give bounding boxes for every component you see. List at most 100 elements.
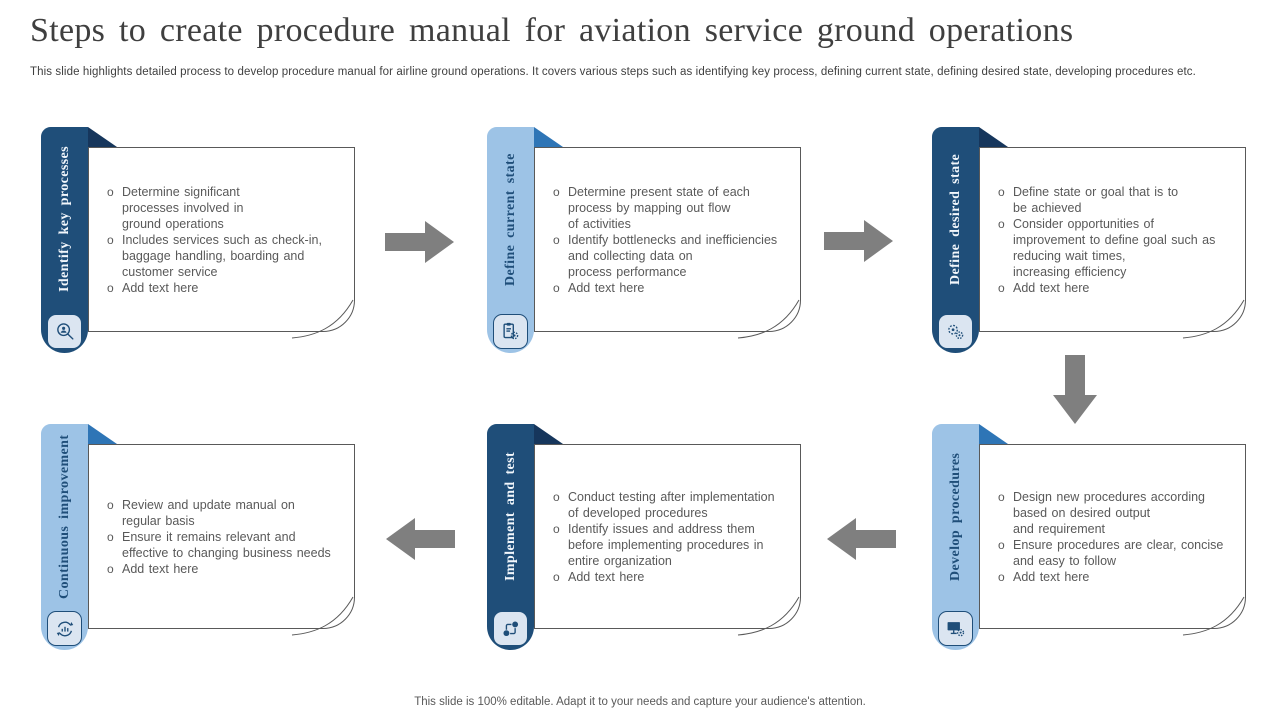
list-item: o Add text here	[998, 569, 1223, 585]
list-item: o Review and update manual on regular bas…	[107, 497, 331, 529]
bullet-text: Consider opportunities of improvement to…	[1013, 216, 1216, 279]
gears-icon	[947, 324, 963, 339]
step-card-define-desired-state: o Define state or goal that is to be achi…	[932, 127, 1247, 353]
bullet-text: Identify bottlenecks and inefficiencies …	[568, 232, 778, 279]
bullet-text: Add text here	[568, 569, 645, 584]
step-tab-label: Define desired state	[947, 153, 963, 286]
bullet-text: Add text here	[122, 561, 199, 576]
bullet-text: Add text here	[568, 280, 645, 295]
corner-fold	[88, 127, 117, 147]
bullet-text: Define state or goal that is to be achie…	[1013, 184, 1179, 215]
corner-fold	[979, 424, 1008, 444]
corner-fold	[88, 424, 117, 444]
bullet-text: Add text here	[1013, 280, 1090, 295]
bullet-marker: o	[107, 280, 114, 295]
improvement-cycle-icon	[56, 621, 73, 636]
step-tab-label: Identify key processes	[56, 146, 72, 293]
bullet-marker: o	[998, 489, 1005, 504]
page-curl-decoration	[1182, 299, 1245, 339]
bullet-marker: o	[998, 569, 1005, 584]
bullet-list: o Determine present state of each process…	[535, 184, 783, 296]
page-curl-decoration	[291, 596, 354, 636]
list-item: o Define state or goal that is to be achi…	[998, 184, 1215, 216]
bullet-text: Ensure procedures are clear, concise and…	[1013, 537, 1224, 568]
clipboard-audit-icon	[502, 322, 518, 339]
step-tab-label: Define current state	[502, 153, 518, 286]
page-curl-decoration	[291, 299, 354, 339]
list-item: o Add text here	[107, 561, 331, 577]
bullet-list: o Design new procedures according based o…	[980, 489, 1229, 585]
step-icon-badge	[47, 314, 82, 349]
corner-fold	[534, 424, 563, 444]
monitor-gear-icon	[947, 621, 964, 636]
flow-arrow-left-2	[386, 518, 455, 560]
list-item: o Determine present state of each process…	[553, 184, 777, 232]
flow-arrow-left-1	[827, 518, 896, 560]
bullet-marker: o	[553, 280, 560, 295]
step-tab-label: Implement and test	[502, 451, 518, 582]
bullet-marker: o	[998, 280, 1005, 295]
bullet-marker: o	[998, 184, 1005, 199]
page-title: Steps to create procedure manual for avi…	[30, 12, 1074, 49]
flow-arrow-right-2	[824, 220, 893, 262]
bullet-text: Includes services such as check-in, bagg…	[122, 232, 322, 279]
corner-fold	[979, 127, 1008, 147]
process-test-icon	[502, 620, 518, 636]
list-item: o Identify issues and address them before…	[553, 521, 775, 569]
page-curl-decoration	[1182, 596, 1245, 636]
list-item: o Consider opportunities of improvement t…	[998, 216, 1215, 280]
bullet-text: Add text here	[1013, 569, 1090, 584]
bullet-list: o Review and update manual on regular bas…	[89, 497, 337, 577]
step-panel: o Review and update manual on regular bas…	[88, 444, 355, 636]
page-curl-decoration	[737, 596, 800, 636]
bullet-marker: o	[107, 184, 114, 199]
bullet-text: Determine significant processes involved…	[122, 184, 244, 231]
slide-subtitle: This slide highlights detailed process t…	[30, 66, 1196, 78]
bullet-text: Design new procedures according based on…	[1013, 489, 1205, 536]
bullet-marker: o	[107, 497, 114, 512]
bullet-text: Determine present state of each process …	[568, 184, 750, 231]
bullet-marker: o	[553, 489, 560, 504]
step-icon-badge	[938, 611, 973, 646]
bullet-text: Ensure it remains relevant and effective…	[122, 529, 331, 560]
list-item: o Determine significant processes involve…	[107, 184, 322, 232]
bullet-marker: o	[553, 184, 560, 199]
list-item: o Add text here	[998, 280, 1215, 296]
list-item: o Add text here	[553, 280, 777, 296]
step-panel: o Define state or goal that is to be achi…	[979, 147, 1246, 339]
bullet-marker: o	[107, 561, 114, 576]
bullet-marker: o	[553, 569, 560, 584]
page-curl-decoration	[737, 299, 800, 339]
bullet-text: Add text here	[122, 280, 199, 295]
step-icon-badge	[47, 611, 82, 646]
step-panel: o Determine significant processes involve…	[88, 147, 355, 339]
list-item: o Ensure it remains relevant and effectiv…	[107, 529, 331, 561]
step-panel: o Design new procedures according based o…	[979, 444, 1246, 636]
step-card-develop-procedures: o Design new procedures according based o…	[932, 424, 1247, 650]
bullet-marker: o	[107, 529, 114, 544]
bullet-marker: o	[553, 521, 560, 536]
list-item: o Includes services such as check-in, bag…	[107, 232, 322, 280]
step-tab-label: Develop procedures	[947, 452, 963, 581]
step-card-continuous-improvement: o Review and update manual on regular bas…	[41, 424, 356, 650]
corner-fold	[534, 127, 563, 147]
step-icon-badge	[493, 611, 528, 646]
bullet-text: Identify issues and address them before …	[568, 521, 764, 568]
list-item: o Add text here	[107, 280, 322, 296]
step-icon-badge	[938, 314, 973, 349]
bullet-marker: o	[998, 216, 1005, 231]
list-item: o Design new procedures according based o…	[998, 489, 1223, 537]
bullet-marker: o	[107, 232, 114, 247]
bullet-text: Review and update manual on regular basi…	[122, 497, 295, 528]
flow-arrow-down	[1053, 355, 1097, 424]
step-icon-badge	[493, 314, 528, 349]
bullet-list: o Define state or goal that is to be achi…	[980, 184, 1221, 296]
step-card-identify-key-processes: o Determine significant processes involve…	[41, 127, 356, 353]
